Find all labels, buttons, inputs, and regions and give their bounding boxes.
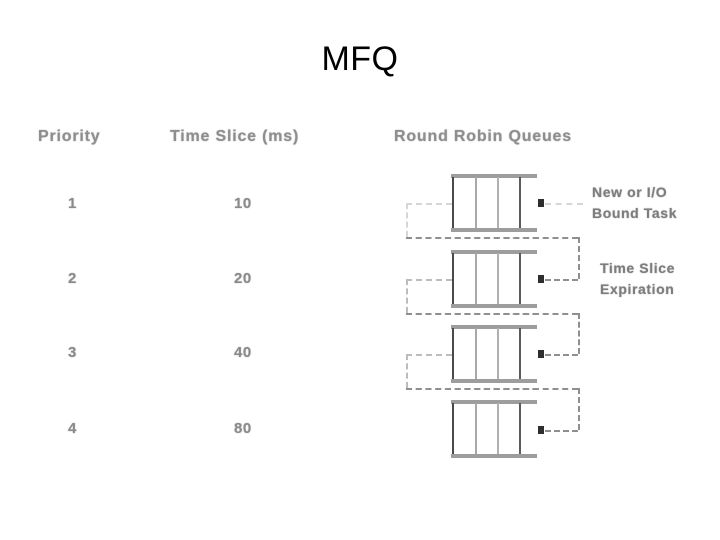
queue-slot-divider — [475, 403, 477, 456]
annotation-line-1: Time Slice — [600, 260, 676, 276]
queue-1-outbound-dash — [545, 203, 583, 205]
queue-slot-divider — [519, 403, 521, 456]
queue-slot-divider — [452, 177, 454, 230]
annotation-line-1: New or I/O — [592, 184, 668, 200]
queue-slot-divider — [519, 177, 521, 230]
queue-slot-divider — [519, 328, 521, 381]
priority-value: 2 — [68, 270, 77, 287]
queue-bottom-bar — [451, 379, 537, 383]
demotion-path-3-entry — [545, 430, 578, 432]
queue-3-inbound-riser — [406, 354, 408, 388]
demotion-path-2-top — [406, 313, 578, 315]
queue-slot-divider — [497, 177, 499, 230]
queue-slot-divider — [475, 253, 477, 306]
column-header-priority: Priority — [38, 128, 101, 145]
queue-slot-divider — [452, 253, 454, 306]
priority-value: 4 — [68, 420, 77, 437]
queue-slot-divider — [475, 177, 477, 230]
column-header-time-slice: Time Slice (ms) — [170, 128, 300, 145]
column-header-round-robin-queues: Round Robin Queues — [394, 128, 572, 145]
annotation-line-2: Bound Task — [592, 205, 678, 221]
demotion-path-1-riser — [578, 237, 580, 279]
round-robin-queue-3[interactable] — [451, 325, 537, 383]
queue-slot-divider — [452, 328, 454, 381]
mfq-diagram: Priority Time Slice (ms) Round Robin Que… — [0, 110, 720, 480]
queue-top-bar — [451, 250, 537, 254]
queue-3-inbound-dash — [406, 354, 452, 356]
queue-top-bar — [451, 400, 537, 404]
time-slice-value: 40 — [234, 344, 252, 361]
queue-1-inbound-riser — [406, 203, 408, 237]
queue-1-outbound-arrowhead — [538, 199, 544, 207]
round-robin-queue-2[interactable] — [451, 250, 537, 308]
annotation-line-2: Expiration — [600, 281, 675, 297]
priority-value: 1 — [68, 195, 77, 212]
queue-bottom-bar — [451, 228, 537, 232]
priority-value: 3 — [68, 344, 77, 361]
time-slice-value: 20 — [234, 270, 252, 287]
demotion-path-3-riser — [578, 388, 580, 430]
queue-slot-divider — [475, 328, 477, 381]
queue-1-inbound-dash — [406, 203, 452, 205]
queue-slot-divider — [497, 253, 499, 306]
annotation-new-or-io-bound-task: New or I/O Bound Task — [592, 182, 677, 224]
queue-2-inbound-arrowhead — [538, 275, 544, 283]
round-robin-queue-1[interactable] — [451, 174, 537, 232]
time-slice-value: 80 — [234, 420, 252, 437]
queue-4-inbound-arrowhead — [538, 426, 544, 434]
queue-bottom-bar — [451, 454, 537, 458]
queue-top-bar — [451, 325, 537, 329]
queue-top-bar — [451, 174, 537, 178]
round-robin-queue-4[interactable] — [451, 400, 537, 458]
demotion-path-2-riser — [578, 313, 580, 354]
queue-2-inbound-dash — [406, 279, 452, 281]
demotion-path-1-top — [406, 237, 578, 239]
demotion-path-2-entry — [545, 354, 578, 356]
queue-3-inbound-arrowhead — [538, 350, 544, 358]
demotion-path-1-entry — [545, 279, 578, 281]
time-slice-value: 10 — [234, 195, 252, 212]
demotion-path-3-top — [406, 388, 578, 390]
queue-slot-divider — [519, 253, 521, 306]
queue-slot-divider — [497, 328, 499, 381]
page-title: MFQ — [321, 40, 399, 78]
queue-slot-divider — [497, 403, 499, 456]
queue-bottom-bar — [451, 304, 537, 308]
queue-2-inbound-riser — [406, 279, 408, 313]
queue-slot-divider — [452, 403, 454, 456]
annotation-time-slice-expiration: Time Slice Expiration — [600, 258, 675, 300]
